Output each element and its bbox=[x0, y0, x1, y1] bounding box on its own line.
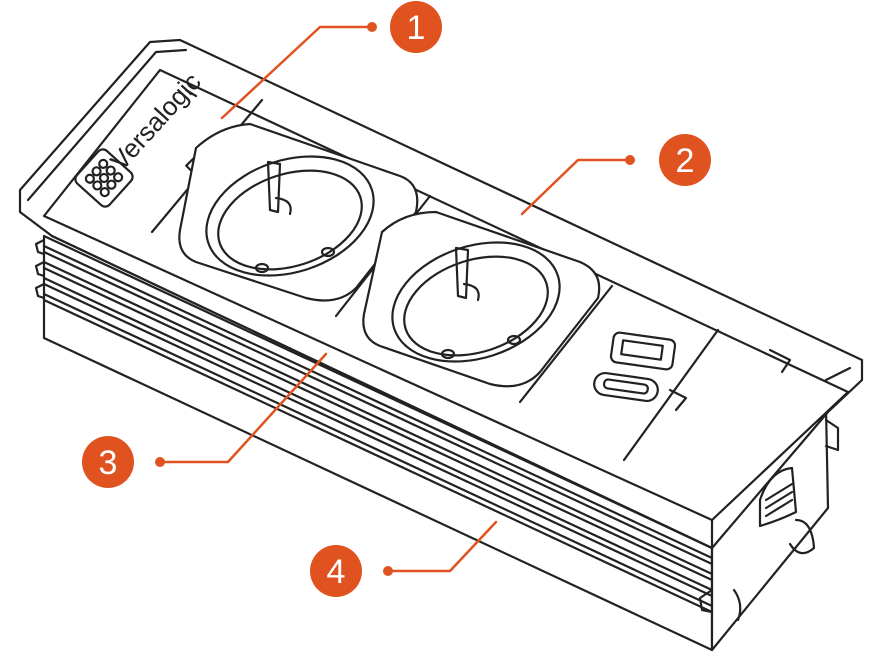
leader-dot-2 bbox=[625, 155, 635, 165]
power-socket-1 bbox=[178, 122, 419, 302]
brand-logo-mark bbox=[74, 148, 134, 208]
leader-dot-3 bbox=[155, 457, 165, 467]
leader-dot-1 bbox=[367, 22, 377, 32]
leader-lines bbox=[158, 25, 632, 573]
callout-1-number: 1 bbox=[407, 9, 426, 47]
callout-4: 4 bbox=[310, 545, 362, 597]
callout-3: 3 bbox=[82, 436, 134, 488]
leader-dot-4 bbox=[383, 566, 393, 576]
callout-2: 2 bbox=[659, 134, 711, 186]
callout-3-number: 3 bbox=[99, 444, 118, 482]
usb-module bbox=[593, 331, 677, 403]
callout-1: 1 bbox=[390, 1, 442, 53]
callout-2-number: 2 bbox=[676, 142, 695, 180]
callout-4-number: 4 bbox=[327, 553, 346, 591]
housing-body bbox=[34, 234, 840, 652]
power-socket-2 bbox=[362, 210, 601, 388]
